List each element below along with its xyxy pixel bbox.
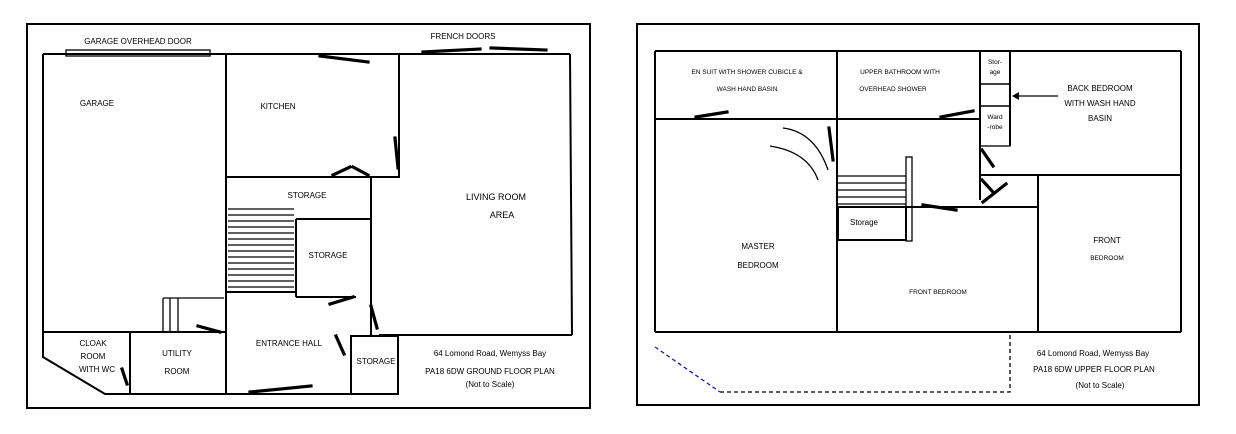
storage-tiny (979, 50, 1011, 85)
garage-overhead-door (65, 49, 211, 57)
label-back-bed-1: BACK BEDROOM (1067, 84, 1133, 93)
ground-floor-frame (26, 23, 591, 409)
master-door-arc-2 (769, 145, 819, 181)
back-bed-door (979, 147, 996, 169)
kitchen-door-b (350, 164, 371, 178)
dashed-outline-blue (654, 346, 721, 393)
label-cloak-3: WITH WC (79, 365, 115, 374)
label-ensuite-1: EN SUIT WITH SHOWER CUBICLE & (691, 69, 803, 76)
label-address-ground: 64 Lomond Road, Wemyss Bay (434, 349, 546, 358)
label-utility-2: ROOM (165, 367, 190, 376)
label-storage-upper: Storage (850, 218, 879, 227)
front-bed-door-b (980, 181, 1009, 205)
garage-left-wall (42, 54, 163, 333)
master-door-arc-1 (782, 127, 829, 171)
label-address-upper: 64 Lomond Road, Wemyss Bay (1037, 349, 1149, 358)
arrow-head (1012, 92, 1019, 100)
upper-floor-plan: EN SUIT WITH SHOWER CUBICLE & WASH HAND … (636, 23, 1200, 406)
label-back-bed-2: WITH WASH HAND (1064, 99, 1135, 108)
label-front-1: FRONT (1093, 236, 1121, 245)
label-living-room-2: AREA (490, 210, 515, 220)
french-door-right (489, 46, 548, 52)
label-wardrobe-1: Ward (987, 114, 1003, 121)
label-cloak-1: CLOAK (79, 339, 107, 348)
upper-floor-frame (636, 23, 1200, 406)
label-plan-title-upper: PA18 6DW UPPER FLOOR PLAN (1033, 365, 1155, 374)
kitchen-door-a (330, 164, 353, 178)
label-master-1: MASTER (741, 242, 775, 251)
cloak-door (119, 366, 130, 387)
label-bathroom-2: OVERHEAD SHOWER (859, 86, 927, 93)
ground-stairs (228, 208, 294, 288)
label-master-2: BEDROOM (737, 261, 779, 270)
label-bathroom-1: UPPER BATHROOM WITH (860, 69, 940, 76)
utility-door (196, 324, 222, 334)
label-ensuite-2: WASH HAND BASIN (717, 86, 778, 93)
label-living-room-1: LIVING ROOM (466, 192, 526, 202)
hall-storage-door (333, 333, 347, 357)
ground-floor-plan: GARAGE OVERHEAD DOOR FRENCH DOORS GARAGE… (26, 23, 591, 409)
label-garage: GARAGE (80, 99, 114, 108)
label-scale-upper: (Not to Scale) (1076, 381, 1125, 390)
label-front-2: BEDROOM (1090, 255, 1124, 262)
storage-tiny-2 (979, 83, 1011, 107)
label-utility-1: UTILITY (162, 349, 192, 358)
label-storage-tiny-1: Stor- (988, 59, 1002, 66)
label-back-bed-3: BASIN (1088, 114, 1112, 123)
bathroom-door (939, 109, 975, 119)
label-garage-door: GARAGE OVERHEAD DOOR (84, 37, 192, 46)
kitchen-side-door (393, 136, 400, 170)
label-storage-tiny-2: age (990, 69, 1001, 76)
master-door (827, 126, 835, 162)
dashed-outline (720, 332, 1011, 393)
storage-upper (837, 206, 907, 241)
cloak-bottom-wall (42, 332, 226, 395)
hall-living-door (369, 304, 379, 330)
label-kitchen: KITCHEN (260, 102, 295, 111)
label-wardrobe-2: -robe (987, 124, 1003, 131)
label-scale-ground: (Not to Scale) (466, 380, 515, 389)
ensuite-door (694, 110, 729, 119)
stair-rail (905, 156, 913, 242)
label-french-doors: FRENCH DOORS (431, 32, 496, 41)
label-plan-title-ground: PA18 6DW GROUND FLOOR PLAN (425, 367, 555, 376)
storage-mid-door (328, 295, 355, 306)
label-storage-small: STORAGE (357, 357, 396, 366)
label-storage-top: STORAGE (288, 191, 327, 200)
front-bed-door-a (979, 177, 996, 195)
label-entrance-hall: ENTRANCE HALL (256, 339, 323, 348)
storage-small-room (350, 335, 399, 395)
french-door-left (421, 47, 482, 54)
upper-stairs (838, 175, 906, 205)
label-storage-mid: STORAGE (309, 251, 348, 260)
kitchen-top-door (318, 54, 370, 64)
front-bed-door (921, 203, 958, 212)
label-front-bedroom: FRONT BEDROOM (909, 289, 967, 296)
label-cloak-2: ROOM (81, 352, 106, 361)
front-door (248, 384, 313, 394)
house-right-wall (569, 53, 573, 336)
